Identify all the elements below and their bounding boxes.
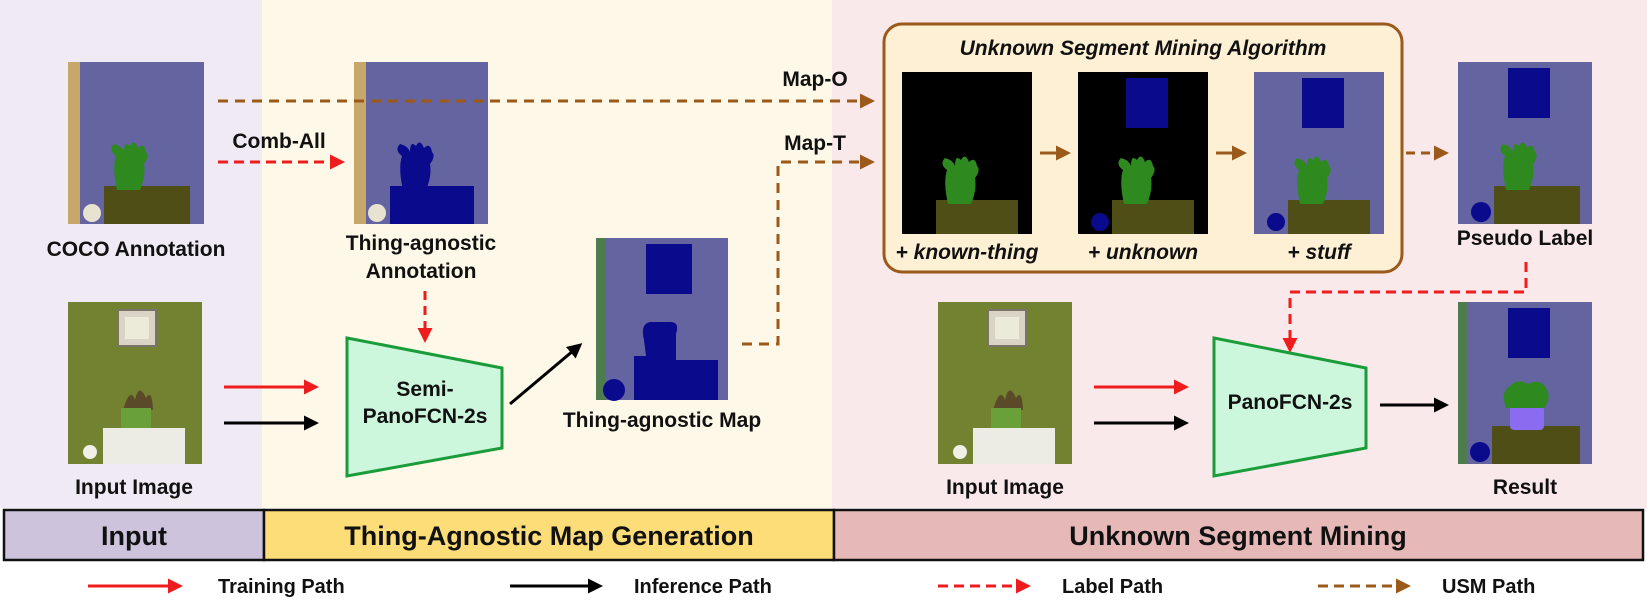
usm-band-label: Unknown Segment Mining [1069,521,1407,551]
thing-agnostic-map-label: Thing-agnostic Map [563,409,761,432]
thing-band-label: Thing-Agnostic Map Generation [344,521,754,551]
known-thing-image [902,72,1032,234]
pseudo-label-image [1458,62,1592,224]
pseudo-label-label: Pseudo Label [1457,227,1594,250]
usm-algorithm-title: Unknown Segment Mining Algorithm [960,37,1327,60]
input-image-right-label: Input Image [946,476,1064,499]
panofcn-label: PanoFCN-2s [1228,391,1353,414]
thing-agnostic-annotation-label-2: Annotation [366,260,477,283]
panofcn-network [1212,336,1368,478]
semi-net-label-1: Semi- [396,378,453,401]
legend-label-label: Label Path [1062,576,1163,598]
thing-band [262,508,836,562]
known-thing-label: + known-thing [896,241,1039,264]
input-band-label: Input [101,521,167,551]
semi-panofcn-network [345,336,504,478]
input-image-left [68,302,202,464]
unknown-label: + unknown [1088,241,1198,264]
input-image-right [938,302,1072,464]
comb-all-label: Comb-All [232,130,325,153]
map-t-arrow [742,154,875,346]
thing-agnostic-annotation-label-1: Thing-agnostic [346,232,497,255]
unknown-image [1078,72,1208,234]
coco-annotation-image [68,62,204,224]
semi-net-label-2: PanoFCN-2s [363,405,488,428]
result-label: Result [1493,476,1557,499]
pseudo-label-path-arrow [1282,262,1528,353]
stuff-image [1254,72,1384,234]
thing-agnostic-map-image [596,238,728,401]
map-o-label: Map-O [782,68,847,91]
input-image-left-label: Input Image [75,476,193,499]
map-t-label: Map-T [784,132,846,155]
stuff-label: + stuff [1287,241,1352,264]
legend-training-label: Training Path [218,576,345,598]
usm-band [832,508,1645,562]
thing-agnostic-annotation-image [354,62,488,224]
result-image [1458,302,1592,464]
coco-annotation-label: COCO Annotation [47,238,226,261]
legend-inference-label: Inference Path [634,576,772,598]
inference-arrow-to-map [509,343,583,406]
legend-usm-label: USM Path [1442,576,1535,598]
